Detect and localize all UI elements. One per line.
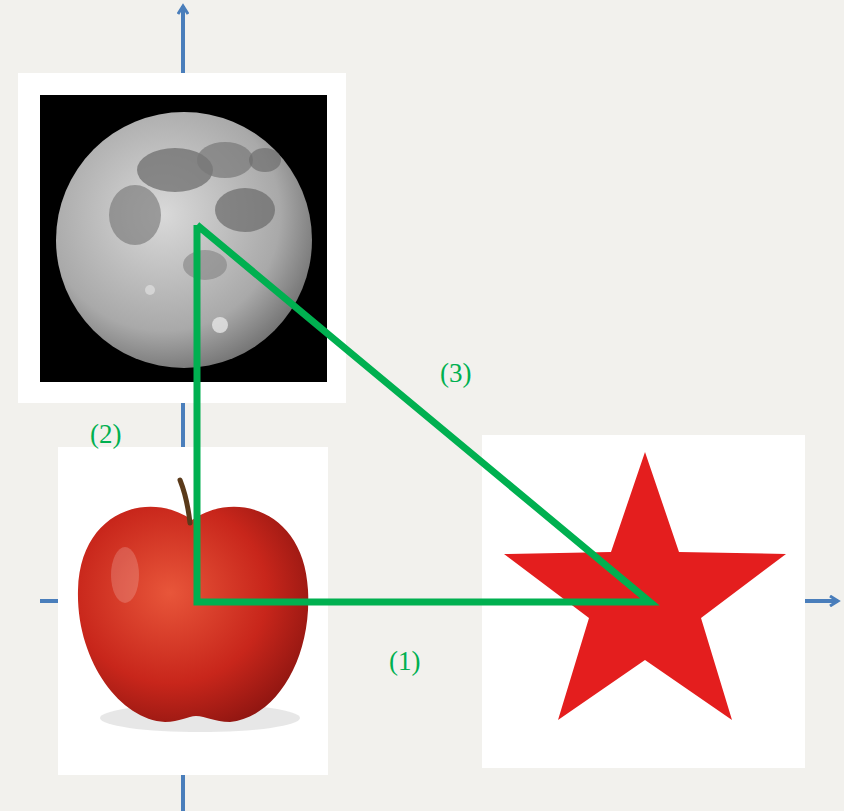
callout-number: (3): [440, 360, 471, 387]
green-triangle: [197, 225, 650, 602]
callout-number: (2): [90, 421, 121, 448]
apple-picture: [58, 447, 328, 775]
moon-picture: [18, 73, 346, 403]
callout-number: (1): [389, 648, 420, 675]
